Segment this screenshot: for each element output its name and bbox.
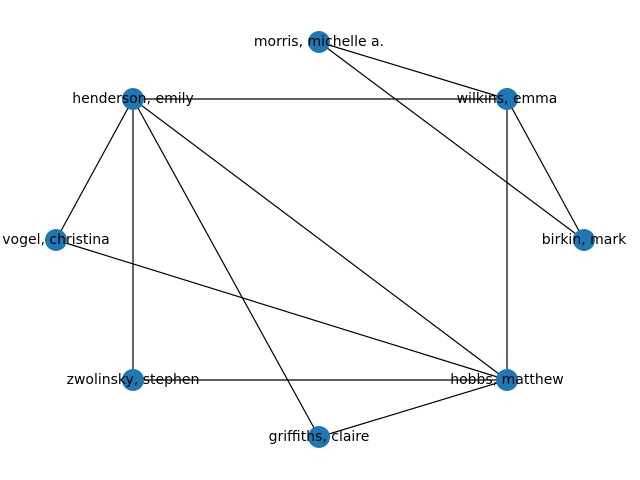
node-henderson <box>122 88 144 110</box>
edge-henderson-griffiths <box>132 98 320 438</box>
node-label-zwolinsky: zwolinsky, stephen <box>67 372 200 388</box>
edge-morris-wilkins <box>318 41 508 100</box>
edge-vogel-hobbs <box>55 239 508 381</box>
node-label-wilkins: wilkins, emma <box>457 91 558 107</box>
edge-griffiths-hobbs <box>318 379 508 438</box>
node-vogel <box>45 229 67 251</box>
node-label-henderson: henderson, emily <box>72 91 194 107</box>
edge-henderson-hobbs <box>132 98 508 381</box>
node-label-morris: morris, michelle a. <box>254 34 384 50</box>
node-morris <box>308 31 330 53</box>
node-label-griffiths: griffiths, claire <box>269 429 370 445</box>
node-hobbs <box>496 369 518 391</box>
node-label-vogel: vogel, christina <box>2 232 109 248</box>
node-wilkins <box>496 88 518 110</box>
edge-wilkins-birkin <box>506 98 585 241</box>
node-layer <box>45 31 595 448</box>
node-birkin <box>573 229 595 251</box>
edge-morris-birkin <box>318 41 585 241</box>
node-griffiths <box>308 426 330 448</box>
node-label-birkin: birkin, mark <box>542 232 627 248</box>
node-zwolinsky <box>122 369 144 391</box>
node-label-hobbs: hobbs, matthew <box>450 372 564 388</box>
edge-layer <box>55 41 585 438</box>
label-layer: morris, michelle a. henderson, emily wilki… <box>2 34 627 445</box>
edge-henderson-vogel <box>55 98 134 241</box>
